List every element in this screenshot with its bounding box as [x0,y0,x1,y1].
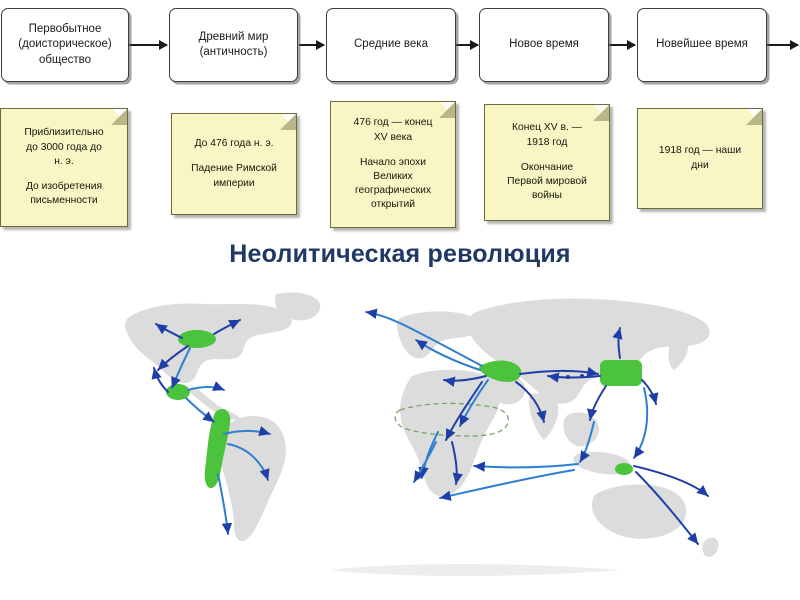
note-detail-text: Начало эпохи Великих географических откр… [354,156,432,211]
note-primitive[interactable]: Приблизительно до 3000 года до н. э. До … [0,108,128,227]
origin-zone-china [600,360,642,386]
period-box-contemporary[interactable]: Новейшее время [637,8,767,82]
note-date-text: До 476 года н. э. [194,138,274,150]
timeline-row: Первобытное (доисторическое) общество Др… [0,0,800,95]
origin-zone-andes [204,408,231,489]
period-box-label: Первобытное (доисторическое) общество [18,23,112,66]
note-detail-text: Окончание Первой мировой войны [507,161,587,202]
period-box-primitive[interactable]: Первобытное (доисторическое) общество [1,8,129,82]
origin-zone-new-guinea [615,463,633,475]
note-ancient[interactable]: До 476 года н. э. Падение Римской импери… [171,113,297,215]
period-box-label: Новейшее время [656,38,748,51]
flow-arrow-4-5 [609,40,636,49]
period-box-label: Новое время [509,38,579,51]
origin-zone-fertile-crescent [479,360,522,382]
period-box-ancient[interactable]: Древний мир (античность) [169,8,298,82]
flow-arrow-5-end [767,40,799,49]
note-fold-shadow-icon [439,102,455,118]
asia-shape [468,298,710,404]
japan-shape [668,337,688,370]
flow-arrow-3-4 [456,40,479,49]
note-fold-shadow-icon [746,109,762,125]
note-detail-text: Падение Римской империи [191,163,277,189]
note-fold-shadow-icon [280,114,296,130]
origin-zone-eastern-north-america [178,330,216,348]
europe-shape [396,311,479,359]
southeast-asia-shape [563,412,600,447]
australia-shape [592,484,687,539]
note-contemporary[interactable]: 1918 год — наши дни [637,108,763,209]
period-box-modern[interactable]: Новое время [479,8,609,82]
new-zealand-shape [702,537,719,557]
south-america-shape [220,416,286,542]
period-box-middle-ages[interactable]: Средние века [326,8,456,82]
note-modern[interactable]: Конец XV в. — 1918 год Окончание Первой … [484,104,610,221]
note-date-text: Конец XV в. — 1918 год [512,122,582,148]
note-fold-shadow-icon [111,109,127,125]
page-title: Неолитическая революция [229,240,571,268]
arabia-shape [486,372,526,405]
greenland-shape [275,292,321,321]
flow-arrow-2-3 [299,40,325,49]
note-date-text: 1918 год — наши дни [658,145,742,171]
period-box-label: Древний мир (античность) [198,30,269,58]
world-map [100,282,740,582]
flow-arrow-1-2 [129,40,168,49]
map-origin-zones [166,330,642,489]
note-date-text: Приблизительно до 3000 года до н. э. [24,127,104,167]
note-date-text: 476 год — конец XV века [353,117,433,143]
map-dashed-zone-sahel [394,402,509,437]
note-middle-ages[interactable]: 476 год — конец XV века Начало эпохи Вел… [330,101,456,228]
antarctic-shape [330,564,620,576]
note-detail-text: До изобретения письменности [25,181,103,207]
map-diffusion-arrows [151,308,709,545]
note-fold-shadow-icon [593,105,609,121]
central-america-shape [190,386,240,420]
period-box-label: Средние века [354,38,428,51]
